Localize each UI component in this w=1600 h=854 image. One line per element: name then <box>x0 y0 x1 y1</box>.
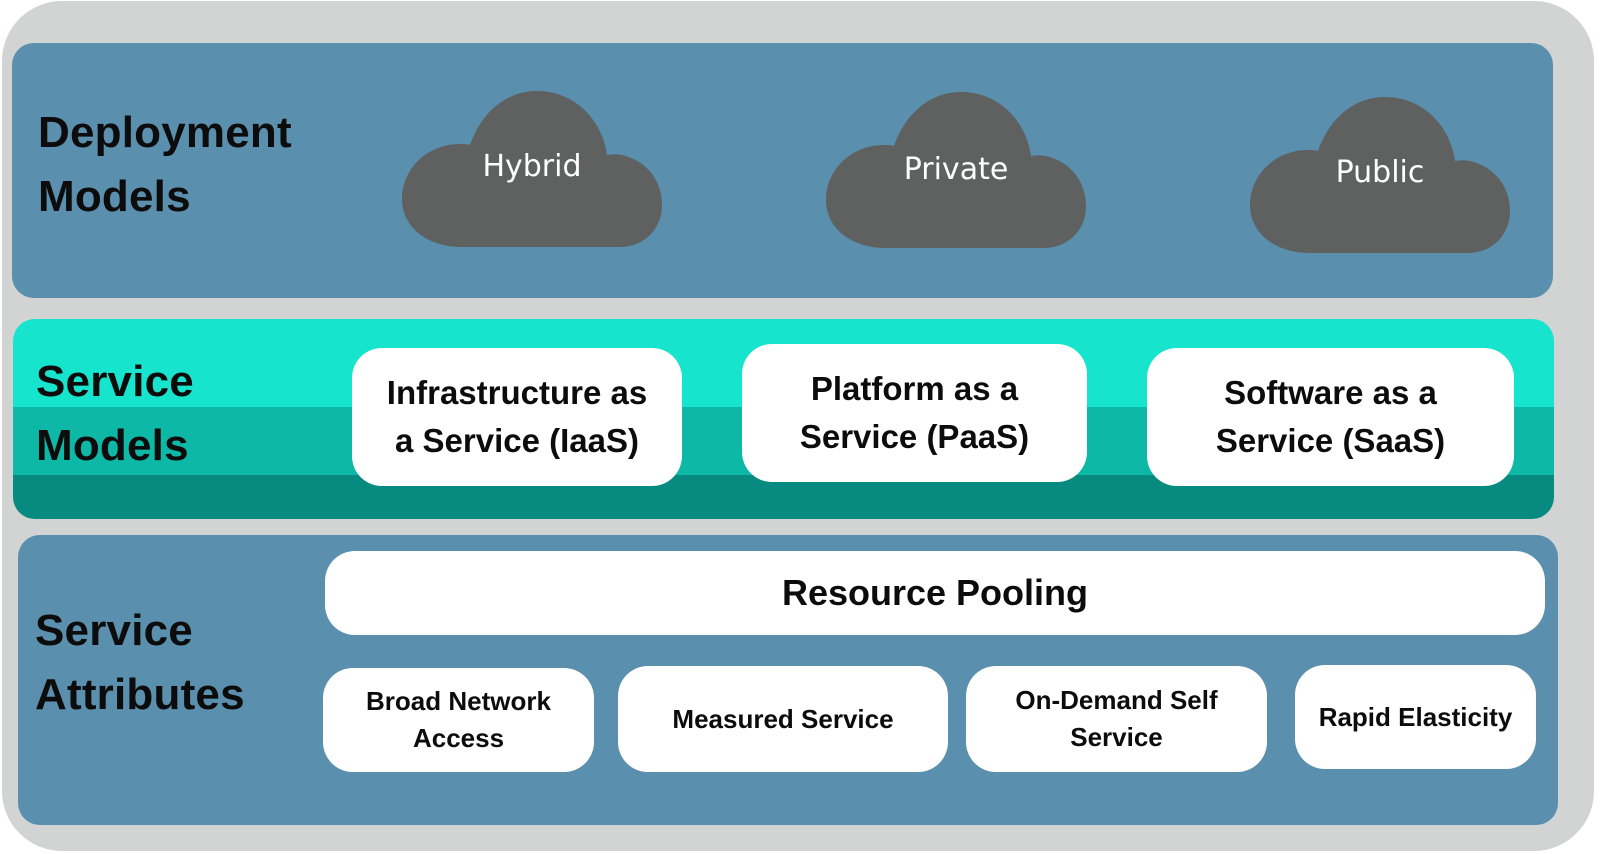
service-attributes-label-line1: Service <box>35 606 193 655</box>
broad-network-line2: Access <box>412 723 505 753</box>
attribute-rapid-elasticity: Rapid Elasticity <box>1295 665 1536 769</box>
cloud-private: Private <box>826 90 1086 250</box>
cloud-public: Public <box>1250 95 1510 255</box>
saas-line1: Software as a <box>1224 374 1437 411</box>
rapid-elasticity-line1: Rapid Elasticity <box>1318 701 1513 732</box>
deployment-models-label-line2: Models <box>38 172 191 221</box>
paas-line1: Platform as a <box>810 370 1019 407</box>
cloud-label-hybrid: Hybrid <box>482 149 582 184</box>
service-attributes-label: Service Attributes <box>35 599 245 727</box>
deployment-models-label: Deployment Models <box>38 101 292 229</box>
iaas-line2: a Service (IaaS) <box>395 422 639 459</box>
attribute-on-demand-self-service: On-Demand Self Service <box>966 666 1267 772</box>
deployment-models-label-line1: Deployment <box>38 108 292 157</box>
broad-network-line1: Broad Network <box>366 686 551 716</box>
service-models-label-line1: Service <box>36 357 194 406</box>
cloud-icon <box>402 91 662 247</box>
on-demand-line2: Service <box>1070 722 1163 752</box>
resource-pooling-box: Resource Pooling <box>325 551 1545 635</box>
iaas-line1: Infrastructure as <box>386 374 648 411</box>
service-attributes-label-line2: Attributes <box>35 670 245 719</box>
cloud-label-public: Public <box>1335 155 1425 190</box>
on-demand-line1: On-Demand Self <box>1015 685 1218 715</box>
service-models-label: Service Models <box>36 350 194 478</box>
service-model-paas: Platform as a Service (PaaS) <box>742 344 1087 482</box>
attribute-measured-service: Measured Service <box>618 666 948 772</box>
service-models-label-line2: Models <box>36 421 189 470</box>
cloud-icon <box>826 92 1086 248</box>
resource-pooling-label: Resource Pooling <box>781 572 1089 613</box>
service-model-iaas: Infrastructure as a Service (IaaS) <box>352 348 682 486</box>
saas-line2: Service (SaaS) <box>1215 422 1446 459</box>
cloud-hybrid: Hybrid <box>402 89 662 249</box>
cloud-icon <box>1250 97 1510 253</box>
measured-service-line1: Measured Service <box>672 703 894 734</box>
attribute-broad-network-access: Broad Network Access <box>323 668 594 772</box>
cloud-label-private: Private <box>903 152 1009 187</box>
paas-line2: Service (PaaS) <box>799 418 1030 455</box>
service-model-saas: Software as a Service (SaaS) <box>1147 348 1514 486</box>
